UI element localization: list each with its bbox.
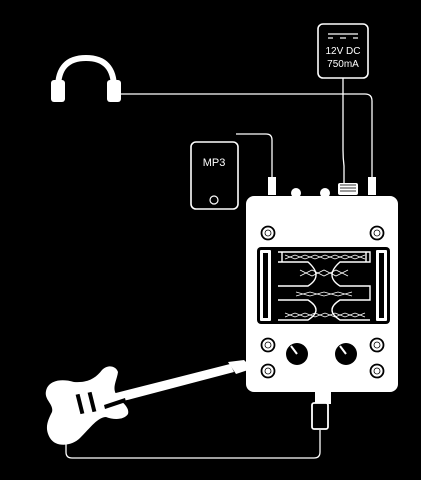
gain-label: GAIN bbox=[291, 376, 304, 382]
headphone-cable bbox=[114, 93, 373, 178]
gain-knob[interactable] bbox=[286, 343, 308, 365]
headphones-icon bbox=[51, 54, 121, 102]
volume-scale-6: 6 bbox=[353, 338, 356, 344]
guitar-cable bbox=[65, 428, 321, 459]
top-knob-right-icon bbox=[320, 188, 330, 198]
mp3-player-icon bbox=[190, 141, 239, 210]
top-knob-left-icon bbox=[291, 188, 301, 198]
switch-label-eq: EQ bbox=[378, 355, 385, 361]
volume-scale-8: 8 bbox=[359, 350, 362, 356]
switch-label-bypass: BYPASS bbox=[367, 218, 388, 224]
power-voltage-label: 12V DC bbox=[325, 46, 360, 57]
tube-grille-icon bbox=[278, 251, 371, 321]
cables bbox=[65, 78, 373, 459]
guitar-input-jack bbox=[315, 392, 331, 404]
switch-label-hot: HOT bbox=[263, 355, 274, 361]
guitar-icon bbox=[45, 360, 249, 445]
gain-scale-8: 8 bbox=[310, 350, 313, 356]
gain-scale-6: 6 bbox=[304, 338, 307, 344]
hot-switch[interactable] bbox=[260, 363, 276, 379]
input-jack-right bbox=[368, 177, 376, 195]
gain-scale-2: 2 bbox=[281, 350, 284, 356]
mp3-cable bbox=[236, 133, 273, 178]
bypass-switch[interactable] bbox=[369, 225, 385, 241]
gain-scale-4: 4 bbox=[287, 338, 290, 344]
gain-scale: 0 2 4 6 8 10 bbox=[281, 338, 313, 370]
volume-scale: 0 2 4 6 8 10 bbox=[330, 338, 362, 370]
switch-label-bright: BRIGHT bbox=[262, 330, 281, 336]
power-current-label: 750mA bbox=[327, 59, 359, 70]
volume-scale-2: 2 bbox=[330, 350, 333, 356]
eq-switch[interactable] bbox=[369, 363, 385, 379]
volume-scale-10: 10 bbox=[355, 364, 361, 370]
emulation-switch[interactable] bbox=[369, 337, 385, 353]
switch-label-emulation: EMULATION bbox=[358, 330, 388, 336]
switch-label-dark: DARK bbox=[262, 218, 277, 224]
power-cable bbox=[342, 78, 345, 185]
dark-switch[interactable] bbox=[260, 225, 276, 241]
mp3-label: MP3 bbox=[203, 157, 226, 169]
power-jack bbox=[338, 183, 358, 195]
volume-label: VOLUME bbox=[335, 376, 357, 382]
volume-scale-0: 0 bbox=[333, 364, 336, 370]
mp3-player: MP3 bbox=[190, 141, 239, 210]
amp-emulator-device: DARK BYPASS bbox=[246, 177, 398, 430]
tube-window bbox=[257, 247, 390, 324]
mp3-home-button-icon bbox=[209, 195, 219, 205]
bright-switch[interactable] bbox=[260, 337, 276, 353]
power-supply: 12V DC 750mA bbox=[317, 23, 369, 79]
volume-scale-4: 4 bbox=[336, 338, 339, 344]
volume-knob[interactable] bbox=[335, 343, 357, 365]
input-jack-left bbox=[268, 177, 276, 195]
gain-scale-0: 0 bbox=[284, 364, 287, 370]
gain-scale-10: 10 bbox=[306, 364, 312, 370]
